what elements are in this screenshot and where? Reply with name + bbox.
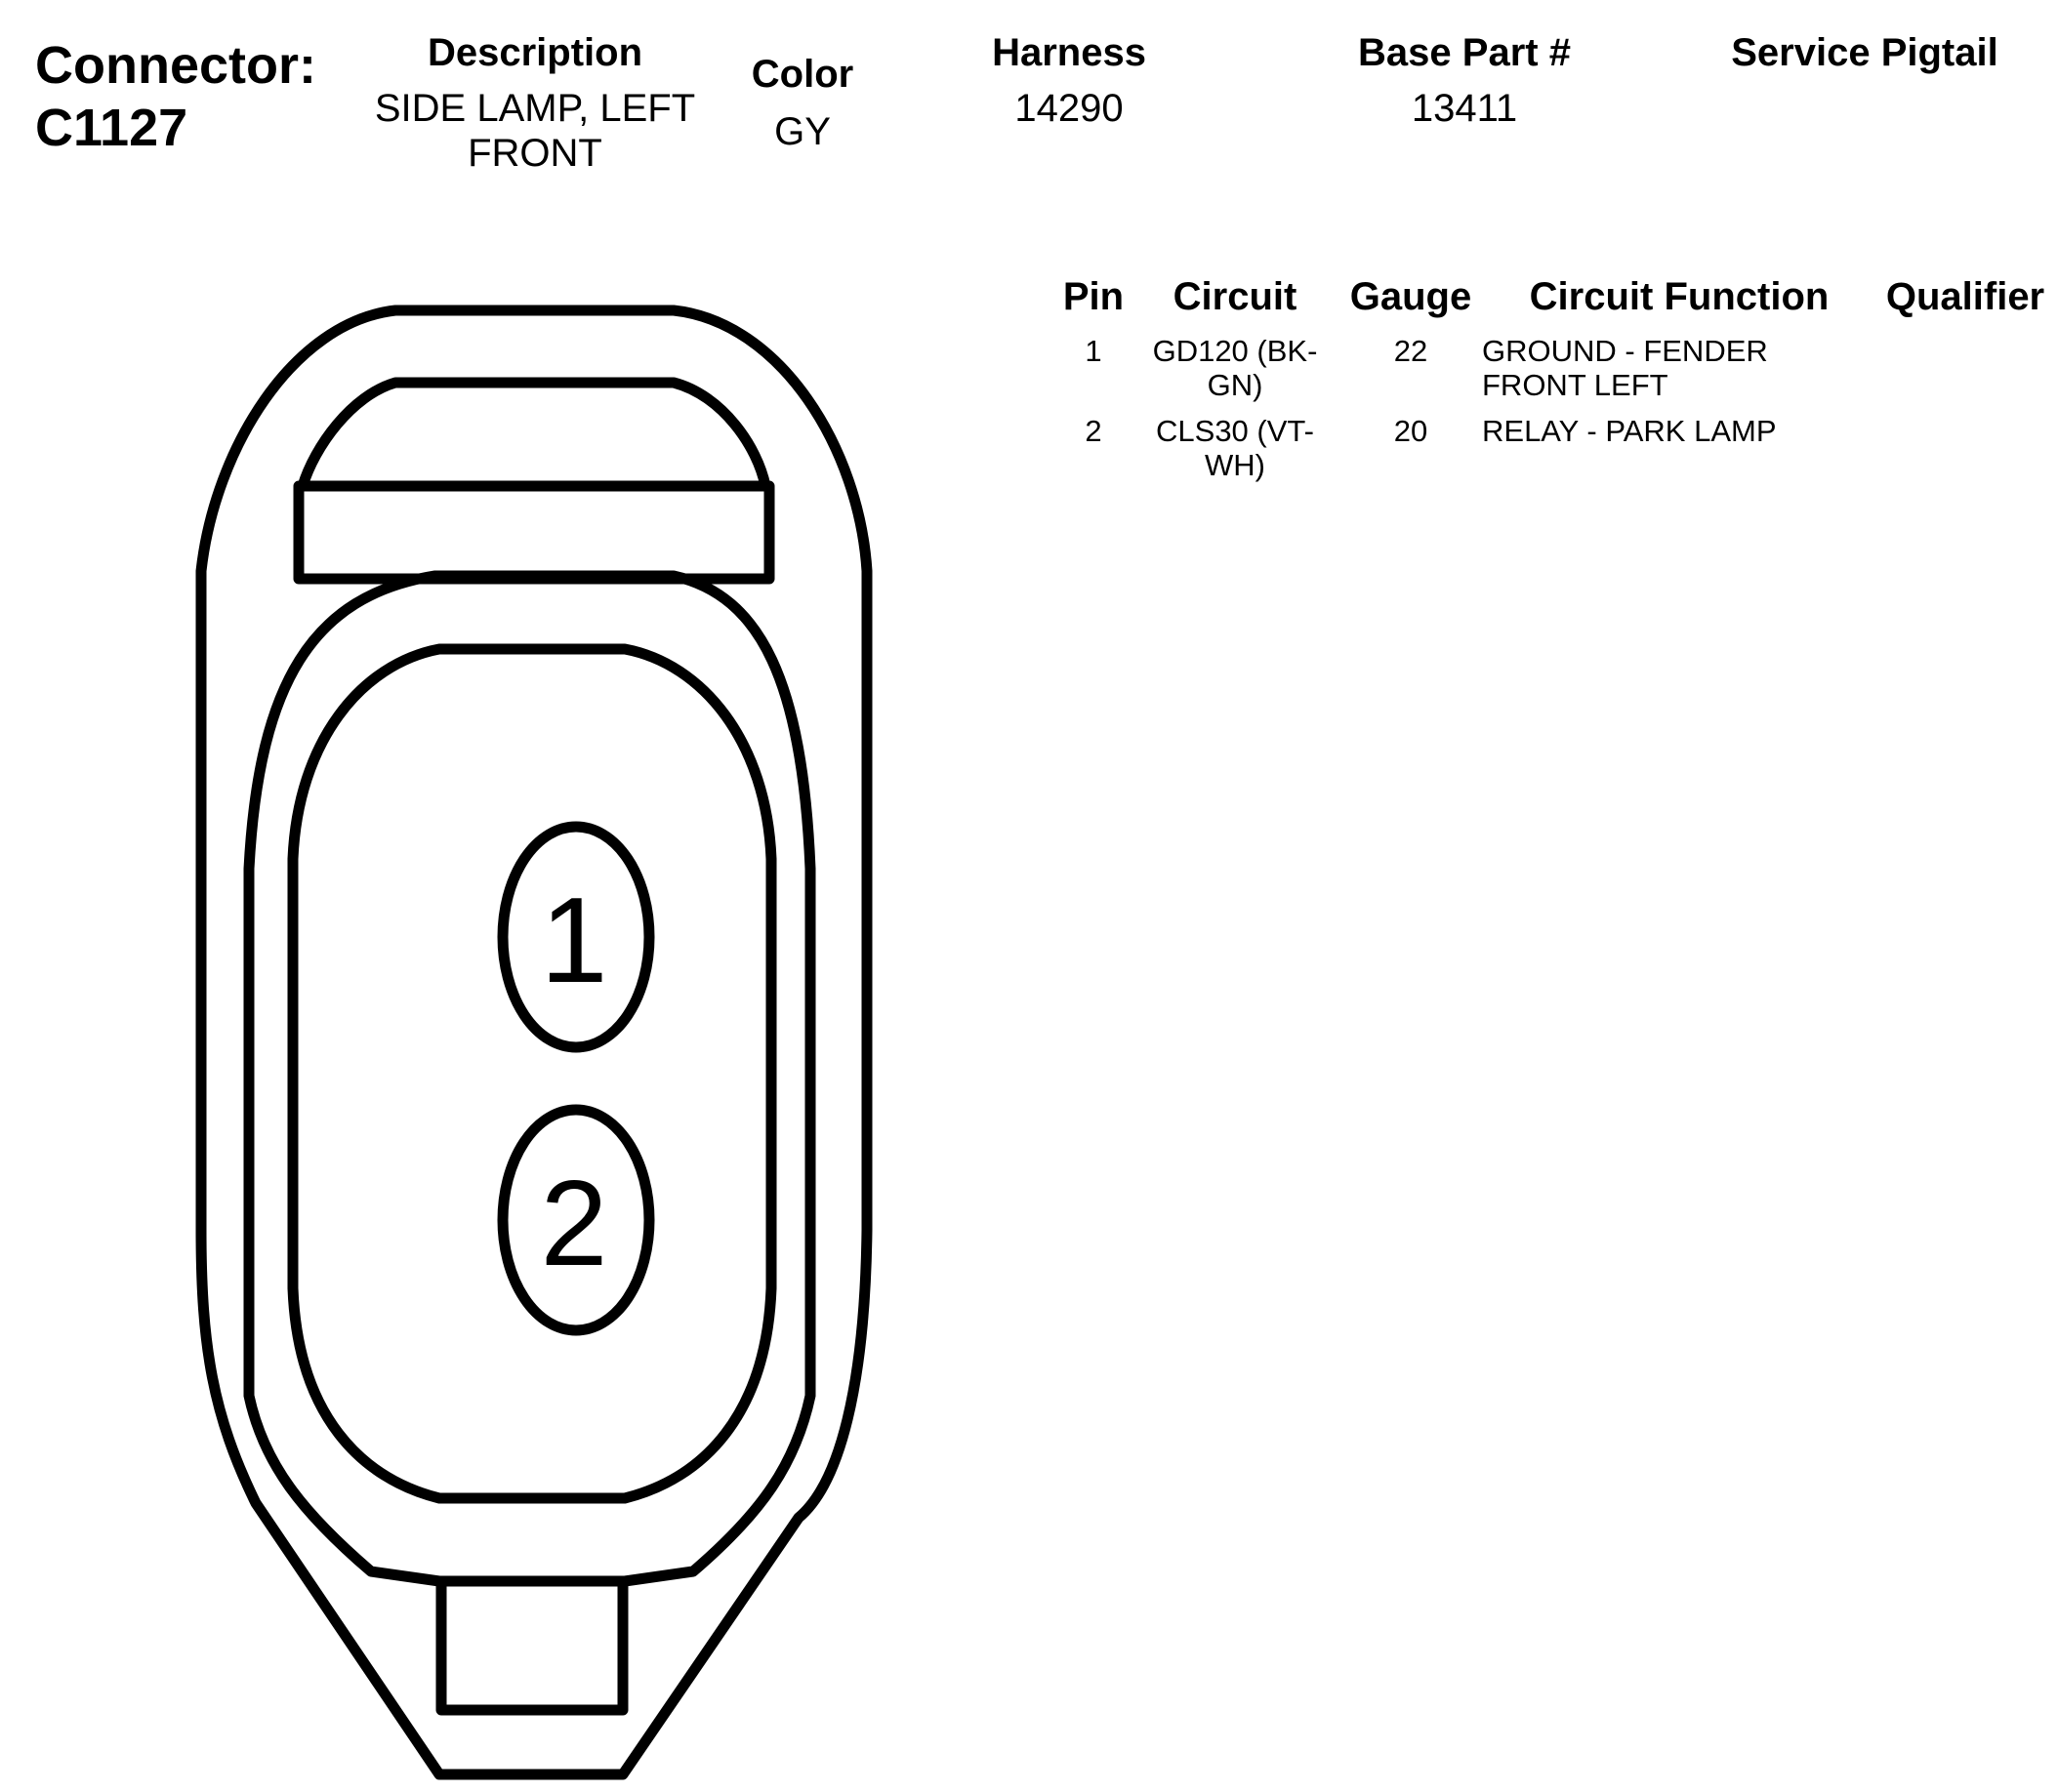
pin-2-terminal	[497, 1104, 655, 1336]
color-heading: Color	[751, 53, 854, 96]
connector-label: Connector:	[35, 36, 316, 95]
connector-outer-housing	[195, 305, 873, 1780]
gauge-cell: 20	[1393, 414, 1428, 448]
pin-cell: 1	[1085, 334, 1102, 368]
gauge-column-header: Gauge	[1349, 275, 1472, 318]
pin-column-header: Pin	[1062, 275, 1125, 318]
pin-cell: 2	[1085, 414, 1102, 448]
connector-seal-ring	[243, 570, 816, 1587]
connector-key-tab	[435, 1581, 629, 1716]
function-cell: GROUND - FENDER FRONT LEFT	[1482, 334, 1768, 402]
connector-lock-bar	[293, 480, 775, 585]
base-part-value: 13411	[1411, 87, 1518, 130]
pin-1-label: 1	[541, 874, 608, 1008]
description-value: SIDE LAMP, LEFT FRONT	[374, 87, 696, 175]
color-value: GY	[774, 110, 831, 153]
service-pigtail-heading: Service Pigtail	[1731, 31, 1998, 74]
function-cell: RELAY - PARK LAMP	[1482, 414, 1777, 448]
pin-1-terminal	[497, 821, 655, 1053]
description-heading: Description	[427, 31, 643, 74]
connector-id: C1127	[35, 99, 188, 157]
circuit-function-column-header: Circuit Function	[1529, 275, 1830, 318]
circuit-column-header: Circuit	[1173, 275, 1297, 318]
connector-lock-tab	[297, 377, 771, 488]
pin-2-label: 2	[541, 1157, 608, 1291]
base-part-heading: Base Part #	[1358, 31, 1571, 74]
harness-value: 14290	[1014, 87, 1124, 130]
connector-pin-cavity	[287, 643, 777, 1504]
circuit-cell: GD120 (BK-GN)	[1152, 334, 1318, 402]
circuit-cell: CLS30 (VT-WH)	[1156, 414, 1314, 482]
gauge-cell: 22	[1393, 334, 1428, 368]
harness-heading: Harness	[992, 31, 1146, 74]
qualifier-column-header: Qualifier	[1885, 275, 2045, 318]
